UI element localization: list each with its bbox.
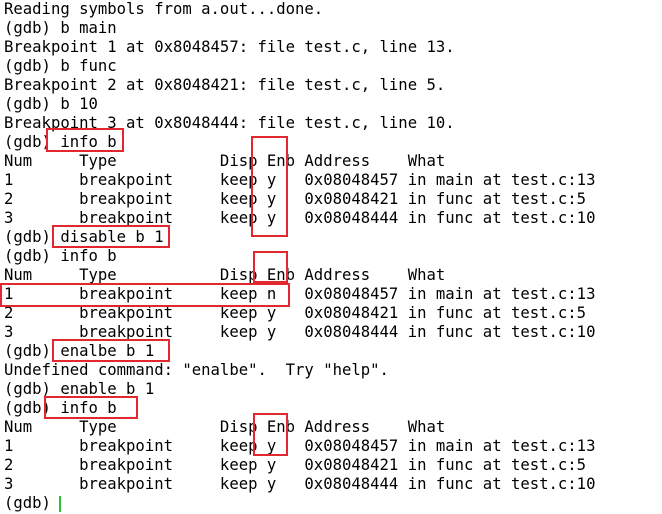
table-row: 3 breakpoint keep y 0x08048444 in func a… — [4, 209, 596, 227]
terminal-line: (gdb) enalbe b 1 — [4, 342, 155, 360]
terminal-line: (gdb) disable b 1 — [4, 228, 164, 246]
table-row: 3 breakpoint keep y 0x08048444 in func a… — [4, 475, 596, 493]
terminal-line: (gdb) info b — [4, 247, 117, 265]
terminal-line: (gdb) info b — [4, 133, 117, 151]
terminal-line: (gdb) b 10 — [4, 95, 98, 113]
terminal-line: Breakpoint 3 at 0x8048444: file test.c, … — [4, 114, 455, 132]
gdb-prompt: (gdb) — [4, 494, 61, 512]
table-row: 2 breakpoint keep y 0x08048421 in func a… — [4, 190, 587, 208]
terminal-line: Reading symbols from a.out...done. — [4, 0, 324, 18]
table-header: Num Type Disp Enb Address What — [4, 418, 446, 436]
error-message: Undefined command: "enalbe". Try "help". — [4, 361, 389, 379]
table-row: 1 breakpoint keep y 0x08048457 in main a… — [4, 171, 596, 189]
terminal-line: (gdb) enable b 1 — [4, 380, 155, 398]
table-row: 3 breakpoint keep y 0x08048444 in func a… — [4, 323, 596, 341]
terminal-line: Breakpoint 2 at 0x8048421: file test.c, … — [4, 76, 446, 94]
text-cursor — [59, 496, 61, 512]
table-row: 2 breakpoint keep y 0x08048421 in func a… — [4, 304, 587, 322]
terminal-line: (gdb) b main — [4, 19, 117, 37]
table-row: 1 breakpoint keep y 0x08048457 in main a… — [4, 437, 596, 455]
terminal-line: (gdb) b func — [4, 57, 117, 75]
table-header: Num Type Disp Enb Address What — [4, 152, 446, 170]
table-header: Num Type Disp Enb Address What — [4, 266, 446, 284]
terminal-line: (gdb) info b — [4, 399, 117, 417]
table-row: 1 breakpoint keep n 0x08048457 in main a… — [4, 285, 596, 303]
terminal-line: Breakpoint 1 at 0x8048457: file test.c, … — [4, 38, 455, 56]
table-row: 2 breakpoint keep y 0x08048421 in func a… — [4, 456, 587, 474]
